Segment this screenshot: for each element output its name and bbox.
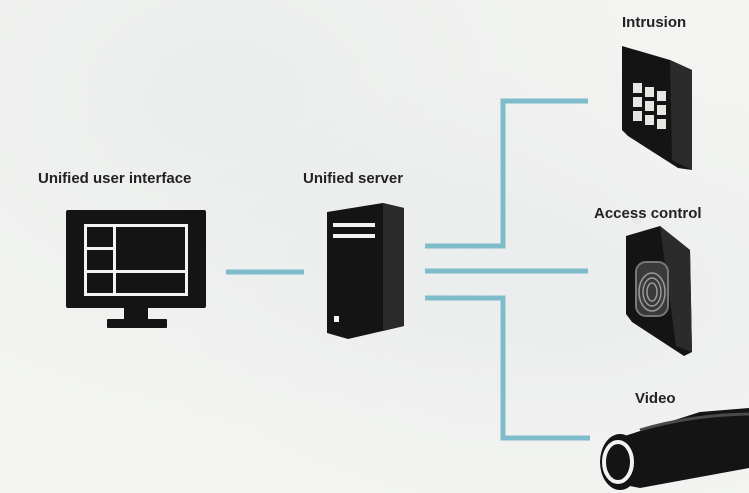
server-label: Unified server: [303, 170, 404, 187]
connector-server-video: [425, 295, 590, 441]
camera-icon: [600, 408, 749, 490]
connector-server-intrusion: [425, 98, 588, 249]
server-tower-icon: [327, 203, 404, 339]
monitor-icon: [66, 210, 206, 328]
video-label: Video: [635, 390, 676, 407]
access-control-label: Access control: [594, 205, 702, 222]
keypad-icon: [622, 46, 692, 225]
ui-label: Unified user interface: [38, 170, 192, 187]
fingerprint-reader-icon: [626, 226, 692, 356]
intrusion-label: Intrusion: [622, 14, 687, 31]
connectors: [226, 98, 590, 441]
